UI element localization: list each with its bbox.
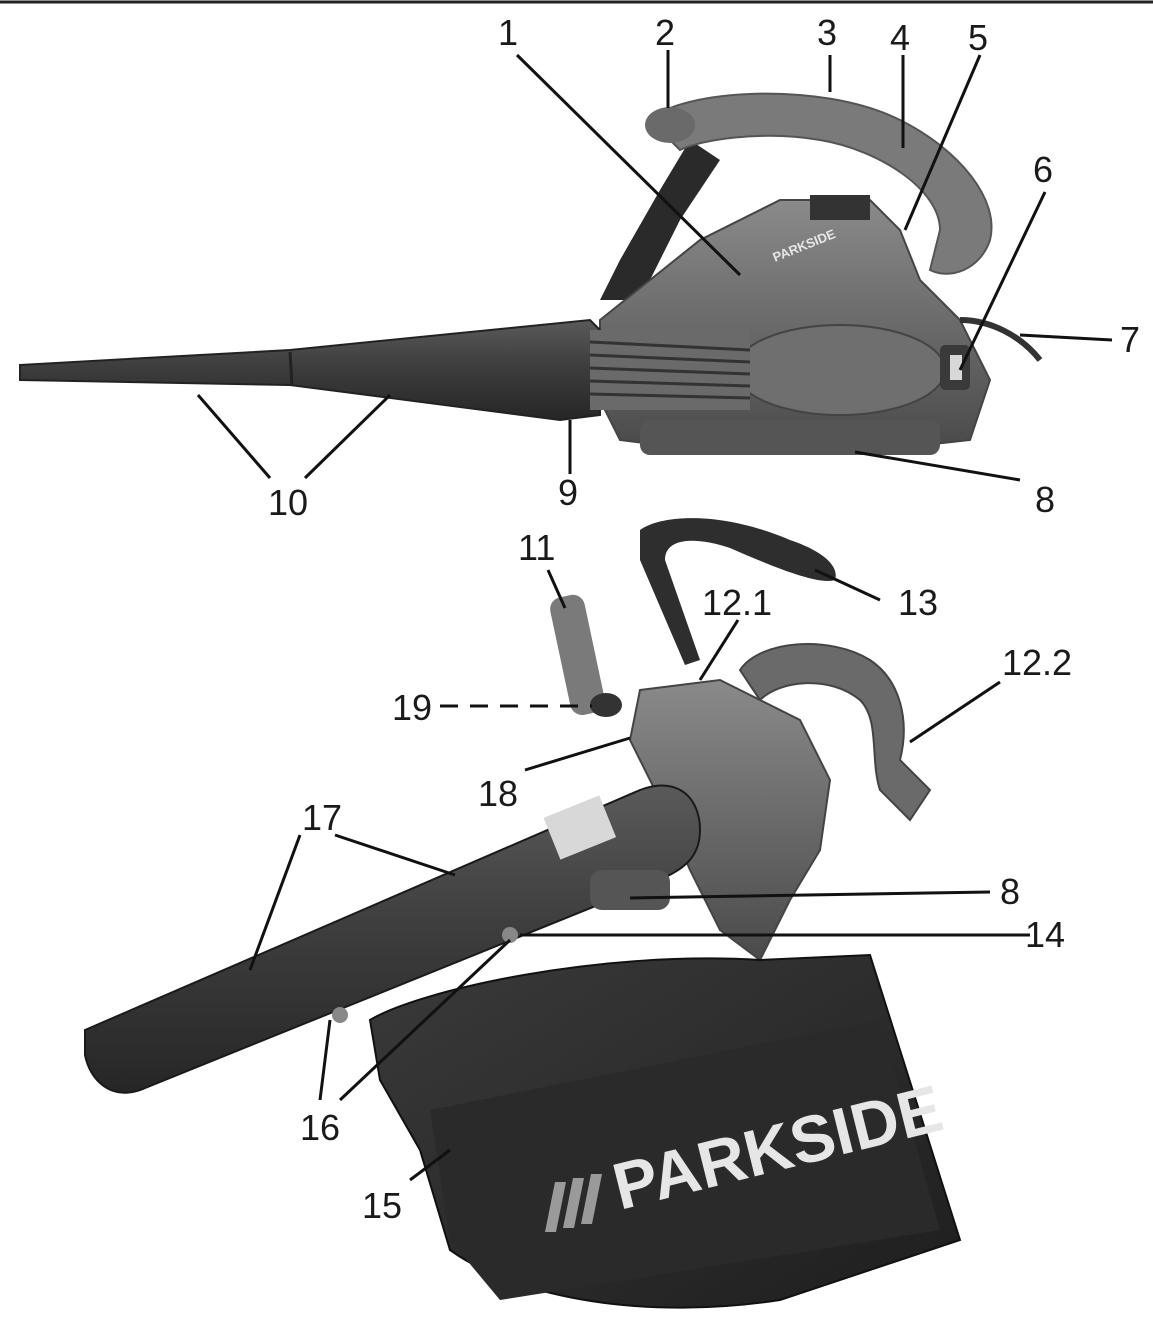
rear-handle bbox=[738, 643, 932, 822]
vacuum-illustration: PARKSIDE bbox=[84, 518, 962, 1309]
bag-clip-left bbox=[332, 1007, 348, 1023]
shoulder-strap-top bbox=[600, 140, 720, 300]
callout-16: 16 bbox=[300, 1107, 340, 1148]
callout-6: 6 bbox=[1033, 149, 1053, 190]
callout-7: 7 bbox=[1120, 319, 1140, 360]
callout-3: 3 bbox=[817, 12, 837, 53]
base-feet bbox=[640, 420, 940, 455]
power-cable bbox=[959, 317, 1043, 362]
handle-loop bbox=[648, 92, 993, 275]
bag-stripes bbox=[545, 1174, 602, 1232]
leader-lines bbox=[196, 50, 1113, 1182]
side-handle bbox=[550, 594, 605, 715]
callout-labels: 1 2 3 4 5 6 7 8 9 10 11 12.1 12.2 13 19 … bbox=[268, 12, 1140, 1226]
callout-9: 9 bbox=[558, 472, 578, 513]
suction-tube bbox=[84, 784, 702, 1094]
callout-10: 10 bbox=[268, 482, 308, 523]
bag-band bbox=[430, 1020, 940, 1300]
fan-cover bbox=[734, 324, 946, 416]
lock-knob bbox=[590, 693, 622, 717]
bag-clip-right bbox=[502, 927, 518, 943]
blower-illustration: PARKSIDE bbox=[19, 92, 1043, 455]
callout-12-1: 12.1 bbox=[702, 582, 772, 623]
callout-19: 19 bbox=[392, 687, 432, 728]
support-bracket bbox=[590, 870, 670, 910]
callout-18: 18 bbox=[478, 773, 518, 814]
callout-8-top: 8 bbox=[1035, 479, 1055, 520]
callout-11: 11 bbox=[518, 527, 555, 568]
callout-4: 4 bbox=[890, 17, 910, 58]
callout-15: 15 bbox=[362, 1185, 402, 1226]
callout-17: 17 bbox=[302, 797, 342, 838]
callout-14: 14 bbox=[1025, 914, 1065, 955]
shoulder-strap-bottom bbox=[640, 518, 836, 665]
tube-label bbox=[543, 795, 617, 860]
callout-12-2: 12.2 bbox=[1002, 642, 1072, 683]
blow-tube bbox=[19, 318, 601, 422]
callout-8-bottom: 8 bbox=[1000, 871, 1020, 912]
tube-collar bbox=[589, 330, 751, 410]
callout-1: 1 bbox=[498, 12, 518, 53]
handle-knob bbox=[645, 107, 695, 143]
callout-5: 5 bbox=[968, 17, 988, 58]
callout-2: 2 bbox=[655, 12, 675, 53]
housing-vents bbox=[810, 195, 870, 220]
callout-13: 13 bbox=[898, 582, 938, 623]
